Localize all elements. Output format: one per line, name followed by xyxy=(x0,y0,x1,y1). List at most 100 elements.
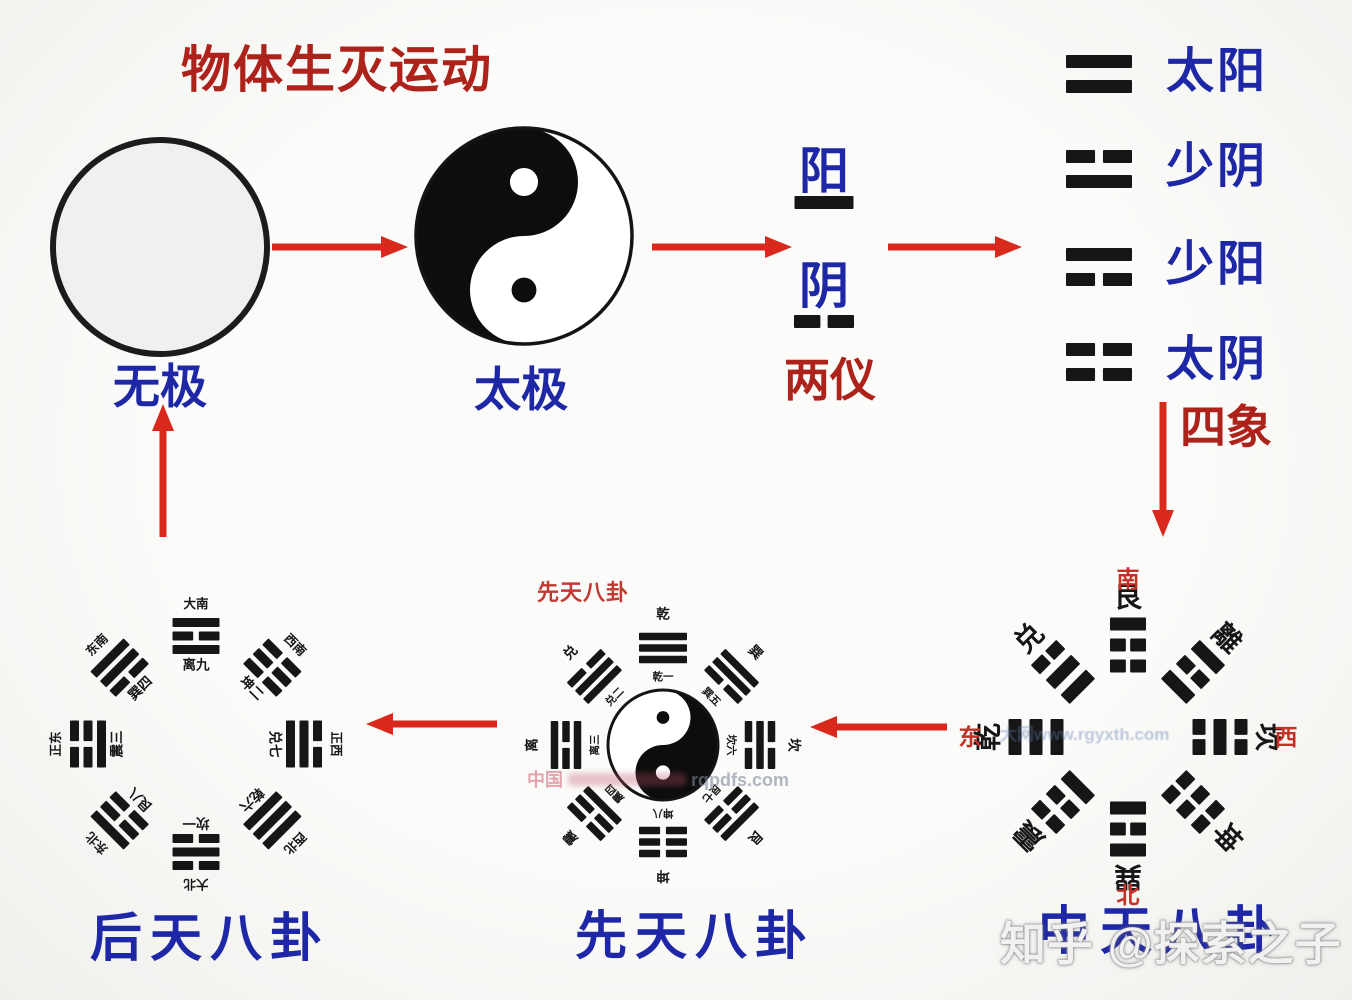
arrow-houtian-up-to-wuji xyxy=(152,404,174,537)
arrow-liangyi-to-sixiang xyxy=(888,236,1022,258)
arrow-xiantian-to-houtian-head xyxy=(366,713,393,735)
bagua-houtian-inner-annotation-bottom-left: 艮八 xyxy=(125,785,155,815)
bagua-zhongtian-trigram-bottom-left-line xyxy=(1046,785,1066,805)
bagua-zhongtian-trigram-bottom-right xyxy=(1161,770,1225,834)
bagua-xiantian-trigram-bottom-left xyxy=(567,786,622,841)
four-symbol-label-shaoyang: 少阳 xyxy=(1166,238,1269,291)
yang-character: 阳 xyxy=(799,143,849,199)
bagua-zhongtian-trigram-top-line xyxy=(1110,638,1126,652)
bagua-zhongtian-trigram-bottom-left-line xyxy=(1031,799,1051,820)
bagua-zhongtian-direction-left: 东 xyxy=(959,724,982,750)
yin-line-bar xyxy=(827,315,854,328)
bagua-xiantian-trigram-bottom-line xyxy=(665,826,687,835)
bagua-houtian-trigram-top-left-line xyxy=(109,676,130,697)
bagua-xiantian-trigram-top-left-line xyxy=(575,657,614,696)
bagua-houtian-trigram-top-left-line xyxy=(90,638,130,678)
bagua-houtian-trigram-bottom-line xyxy=(172,861,194,870)
bagua-houtian-trigram-left xyxy=(70,720,106,768)
bagua-zhongtian-name-left: 乾 xyxy=(973,723,1004,751)
bagua-houtian-trigram-bottom-line xyxy=(198,861,220,870)
arrow-taiji-to-liangyi xyxy=(652,236,792,258)
bagua-houtian-trigram-right xyxy=(286,720,322,768)
yin-character: 阴 xyxy=(799,258,849,314)
xiantian-red-title: 先天八卦 xyxy=(537,580,630,605)
bagua-xiantian-trigram-bottom-line xyxy=(639,826,661,835)
taiji-symbol-dark-dot xyxy=(511,277,537,303)
bagua-xiantian-trigram-right-line xyxy=(756,721,764,769)
arrow-wuji-to-taiji-head xyxy=(381,236,408,258)
arrow-xiantian-to-houtian xyxy=(366,713,497,735)
bagua-xiantian-trigram-top-line xyxy=(639,644,687,652)
bagua-zhongtian-trigram-top-left-line xyxy=(1031,654,1051,675)
bagua-zhongtian-trigram-top xyxy=(1110,617,1146,673)
bagua-houtian-trigram-top-right-line xyxy=(262,676,283,697)
bagua-xiantian-trigram-bottom-left-line xyxy=(583,786,622,825)
bagua-xiantian-trigram-top xyxy=(639,632,687,664)
bagua-zhongtian-trigram-top-right-line xyxy=(1176,655,1196,675)
bagua-zhongtian-name-right: 坎 xyxy=(1253,723,1284,751)
bagua-zhongtian-name-top: 艮 xyxy=(1114,582,1143,613)
taiji-symbol-outline xyxy=(414,126,634,346)
bagua-xiantian-trigram-left xyxy=(550,720,582,769)
four-symbol-1-top-line xyxy=(1102,150,1132,163)
four-symbol-2-bottom-line xyxy=(1066,273,1096,286)
bagua-xiantian-trigram-top-right-line xyxy=(723,684,743,704)
bagua-houtian-trigram-bottom xyxy=(172,834,220,870)
bagua-houtian-trigram-bottom-left-line xyxy=(118,819,140,840)
bagua-houtian-outer-annotation-left: 正东 xyxy=(48,731,63,757)
four-symbol-digram-2 xyxy=(1066,248,1132,286)
bagua-zhongtian-trigram-right-line xyxy=(1192,739,1206,756)
center-watermark-blur xyxy=(568,772,686,786)
four-symbol-digram-0 xyxy=(1066,55,1132,93)
bagua-xiantian-trigram-left-line xyxy=(573,721,582,769)
bagua-zhongtian-trigram-bottom-right-line xyxy=(1205,799,1225,820)
bagua-houtian: 离九大南坤二西南兑七正西乾六西北坎一大北艮八东北震三正东巽四东南 xyxy=(48,596,343,892)
bagua-zhongtian-trigram-right-line xyxy=(1213,719,1227,755)
bagua-xiantian-outer-name-top-right: 巽 xyxy=(746,642,767,663)
bagua-xiantian-trigram-bottom-left-line xyxy=(586,821,606,841)
xiantian-center-taiji-dark-dot xyxy=(656,711,670,724)
bagua-xiantian-trigram-right-line xyxy=(767,721,776,743)
bagua-houtian-outer-annotation-top: 大南 xyxy=(183,596,209,611)
bagua-zhongtian-trigram-top-line xyxy=(1110,617,1146,631)
bagua-zhongtian-trigram-right-line xyxy=(1234,719,1248,735)
bagua-xiantian-trigram-bottom-right xyxy=(704,786,759,841)
bagua-houtian-trigram-top-right-line xyxy=(262,638,283,659)
bagua-houtian-trigram-left-line xyxy=(97,720,106,768)
bagua-xiantian-trigram-bottom-right-line xyxy=(723,786,743,806)
liangyi-label: 两仪 xyxy=(784,354,876,406)
xiantian-bagua-label: 先天八卦 xyxy=(575,908,816,966)
bagua-houtian-inner-annotation-bottom: 坎一 xyxy=(182,816,209,832)
bagua-zhongtian-trigram-left-line xyxy=(1029,719,1043,755)
bagua-zhongtian-trigram-bottom-right-line xyxy=(1190,785,1210,805)
bagua-zhongtian-trigram-left xyxy=(1008,719,1064,755)
bagua-houtian-trigram-bottom-right xyxy=(243,791,302,850)
bagua-zhongtian-name-bottom: 巽 xyxy=(1114,862,1142,893)
bagua-houtian-trigram-right-line xyxy=(313,746,322,768)
bagua-xiantian-trigram-top-line xyxy=(639,632,687,641)
bagua-zhongtian-trigram-top-left-line xyxy=(1045,640,1066,660)
bagua-houtian-trigram-top-line xyxy=(172,618,220,627)
bagua-xiantian-trigram-bottom xyxy=(639,826,687,858)
bagua-houtian-trigram-left-line xyxy=(83,746,93,768)
zhihu-watermark: 知乎 @探索之子 xyxy=(1000,918,1342,970)
bagua-xiantian-trigram-top-right-line xyxy=(712,657,751,696)
four-symbol-label-taiyang: 太阳 xyxy=(1166,45,1269,98)
bagua-houtian-trigram-top-right-line xyxy=(243,657,264,678)
bagua-zhongtian-trigram-bottom-left xyxy=(1031,770,1095,834)
bagua-houtian-trigram-top-right-line xyxy=(271,666,292,688)
arrow-liangyi-to-sixiang-head xyxy=(995,236,1022,258)
bagua-zhongtian-trigram-left-line xyxy=(1050,719,1064,755)
bagua-zhongtian-name-top-left: 兑 xyxy=(1008,617,1050,659)
bagua-houtian-trigram-left-line xyxy=(70,746,79,768)
bagua-xiantian-trigram-right-line xyxy=(744,747,753,770)
bagua-houtian-outer-annotation-top-left: 东南 xyxy=(83,630,112,659)
bagua-zhongtian-trigram-bottom-right-line xyxy=(1190,814,1211,834)
bagua-houtian-outer-annotation-bottom-right: 西北 xyxy=(281,829,310,858)
bagua-houtian-trigram-bottom-right-line xyxy=(252,800,292,840)
bagua-zhongtian-trigram-top-right xyxy=(1161,640,1225,704)
bagua-houtian-trigram-right-line xyxy=(286,720,295,768)
page-title: 物体生灭运动 xyxy=(181,42,493,98)
bagua-houtian-trigram-bottom-right-line xyxy=(262,810,302,850)
